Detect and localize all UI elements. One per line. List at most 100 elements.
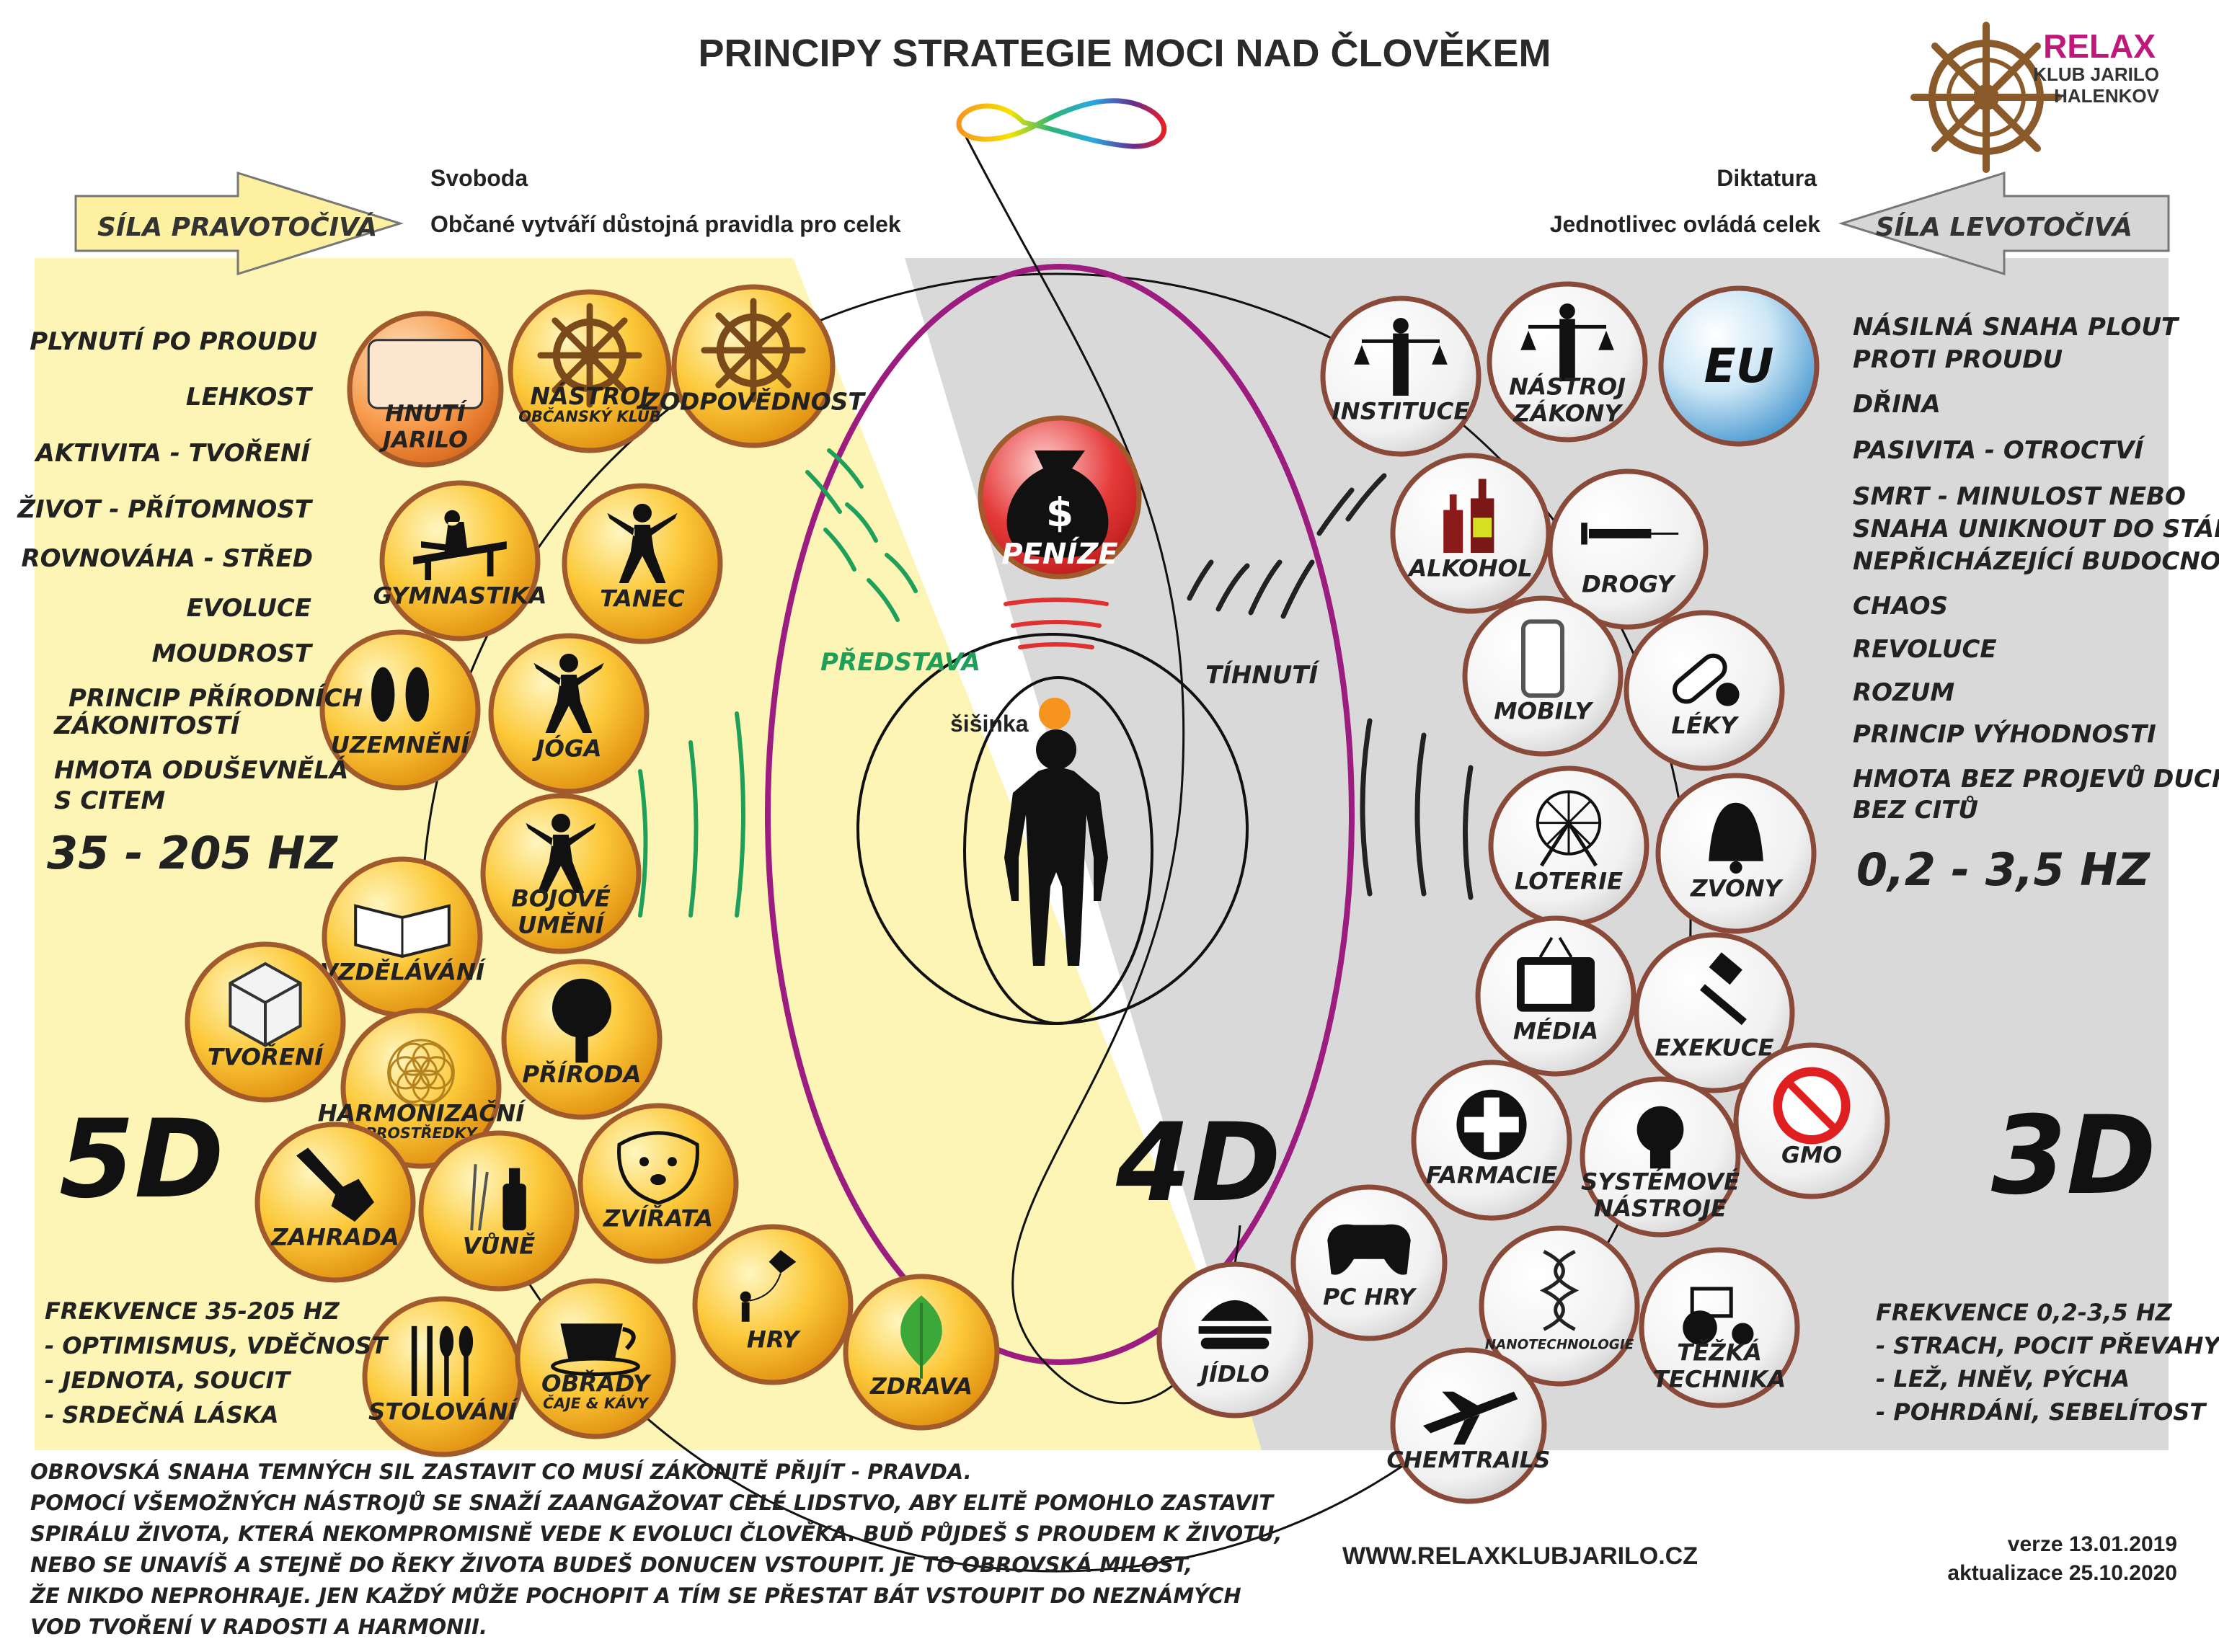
right-node-2-label: EU (1704, 339, 1774, 394)
right-quality-8: REVOLUCE (1853, 635, 1997, 664)
left-node-6-label: JÓGA (531, 734, 601, 762)
money-node[interactable]: $ (978, 415, 1142, 579)
left-node-13[interactable]: VŮNĚ (418, 1130, 580, 1292)
left-node-18-sublabel: ČAJE & KÁVY (543, 1394, 650, 1412)
left-quality-8: ZÁKONITOSTÍ (53, 711, 242, 740)
right-node-10[interactable]: EXEKUCE (1634, 932, 1795, 1093)
left-node-11[interactable]: PŘÍRODA (501, 959, 663, 1120)
black-waves (1187, 473, 1474, 900)
right-node-7-label: LOTERIE (1515, 867, 1623, 894)
right-node-11-label: FARMACIE (1426, 1161, 1557, 1189)
left-node-5-circle (319, 629, 481, 791)
right-node-14[interactable]: PC HRY (1290, 1184, 1448, 1341)
right-node-16[interactable]: NANOTECHNOLOGIE (1479, 1225, 1640, 1387)
wheel-icon (537, 303, 642, 408)
right-freq-1: - STRACH, POCIT PŘEVAHY (1876, 1332, 2219, 1359)
right-node-9[interactable]: MÉDIA (1475, 915, 1636, 1077)
right-node-3[interactable]: ALKOHOL (1390, 453, 1551, 614)
svg-text:$: $ (1046, 489, 1073, 536)
left-node-12[interactable]: ZAHRADA (254, 1122, 416, 1283)
left-node-6[interactable]: JÓGA (488, 633, 650, 794)
left-node-7-label: BOJOVÉ (511, 884, 611, 912)
right-node-9-label: MÉDIA (1513, 1017, 1598, 1044)
left-node-17-label: STOLOVÁNÍ (368, 1398, 519, 1425)
right-node-13[interactable]: GMO (1733, 1042, 1890, 1199)
right-node-8-label: ZVONY (1690, 874, 1784, 902)
right-node-7[interactable]: LOTERIE (1488, 765, 1649, 927)
right-quality-7: CHAOS (1853, 592, 1948, 621)
dog-icon (617, 1131, 699, 1205)
inner-orbit-small (963, 676, 1153, 1025)
right-node-12-label: SYSTÉMOVÉ (1581, 1168, 1740, 1195)
infinity-symbol (956, 98, 1167, 149)
left-node-10-label: HARMONIZAČNÍ (318, 1098, 526, 1127)
left-node-17-circle (362, 1296, 523, 1457)
right-node-2[interactable]: EU (1658, 285, 1820, 447)
right-freq-3: - POHRDÁNÍ, SEBELÍTOST (1876, 1398, 2207, 1426)
phone-icon (1521, 619, 1564, 698)
right-quality-5: SNAHA UNIKNOUT DO STÁLE (1853, 514, 2219, 543)
right-node-6[interactable]: LÉKY (1624, 610, 1785, 771)
green-waves (638, 448, 918, 918)
left-quality-4: ROVNOVÁHA - STŘED (21, 543, 313, 573)
right-quality-9: ROZUM (1853, 678, 1954, 707)
imagination-label: PŘEDSTAVA (820, 647, 980, 677)
dimension-5d: 5D (59, 1097, 224, 1222)
footer-line-5: VOD TVOŘENÍ V RADOSTI A HARMONII. (30, 1615, 487, 1639)
karate-icon (526, 813, 596, 893)
left-node-5[interactable]: UZEMNĚNÍ (319, 629, 481, 791)
purple-ellipse (765, 264, 1355, 1365)
right-node-0[interactable]: INSTITUCE (1320, 296, 1481, 457)
left-node-4[interactable]: TANEC (562, 483, 723, 644)
page-title: PRINCIPY STRATEGIE MOCI NAD ČLOVĚKEM (698, 31, 1551, 75)
right-heading: Diktatura (1717, 165, 1817, 191)
left-node-14[interactable]: ZVÍŘATA (577, 1103, 739, 1264)
right-node-18[interactable]: CHEMTRAILS (1387, 1347, 1551, 1504)
wheel-icon (701, 298, 806, 403)
left-node-18-label: OBŘADY (541, 1369, 652, 1397)
left-node-2[interactable]: ZODPOVĚDNOST (642, 284, 866, 448)
right-node-16-circle (1479, 1225, 1640, 1387)
right-node-11[interactable]: FARMACIE (1411, 1060, 1572, 1221)
left-node-15[interactable]: HRY (692, 1224, 854, 1385)
left-node-16[interactable]: ZDRAVA (843, 1274, 1000, 1431)
right-node-15[interactable]: JÍDLO (1156, 1261, 1314, 1418)
right-node-17-circle (1639, 1247, 1800, 1408)
feet-icon (371, 667, 429, 722)
right-node-4-label: DROGY (1582, 570, 1677, 598)
left-node-14-label: ZVÍŘATA (603, 1204, 713, 1232)
bottles-icon (1443, 479, 1494, 553)
left-node-12-label: ZAHRADA (270, 1223, 399, 1251)
right-node-17-label: TĚŽKÁ (1677, 1338, 1762, 1366)
left-node-13-circle (418, 1130, 580, 1292)
website-link[interactable]: WWW.RELAXKLUBJARILO.CZ (1342, 1542, 1698, 1570)
right-node-4[interactable]: DROGY (1547, 468, 1709, 630)
left-node-8[interactable]: VZDĚLÁVÁNÍ (320, 856, 487, 1018)
right-node-14-circle (1290, 1184, 1448, 1341)
right-quality-0: NÁSILNÁ SNAHA PLOUT (1853, 312, 2180, 342)
logo-wheel-icon (1910, 22, 2062, 173)
right-freq-2: - LEŽ, HNĚV, PÝCHA (1876, 1365, 2130, 1393)
left-node-16-label: ZDRAVA (869, 1374, 973, 1400)
left-node-0-sublabel: JARILO (378, 427, 468, 453)
left-node-9[interactable]: TVOŘENÍ (185, 941, 346, 1103)
left-node-17[interactable]: STOLOVÁNÍ (362, 1296, 523, 1457)
right-node-5[interactable]: MOBILY (1462, 595, 1624, 757)
right-node-8[interactable]: ZVONY (1655, 773, 1817, 934)
dancer-icon (607, 503, 678, 583)
right-node-16-label: NANOTECHNOLOGIE (1485, 1337, 1634, 1352)
no-gmo-icon (1773, 1067, 1851, 1145)
left-node-3[interactable]: GYMNASTIKA (373, 480, 547, 641)
left-node-4-circle (562, 483, 723, 644)
